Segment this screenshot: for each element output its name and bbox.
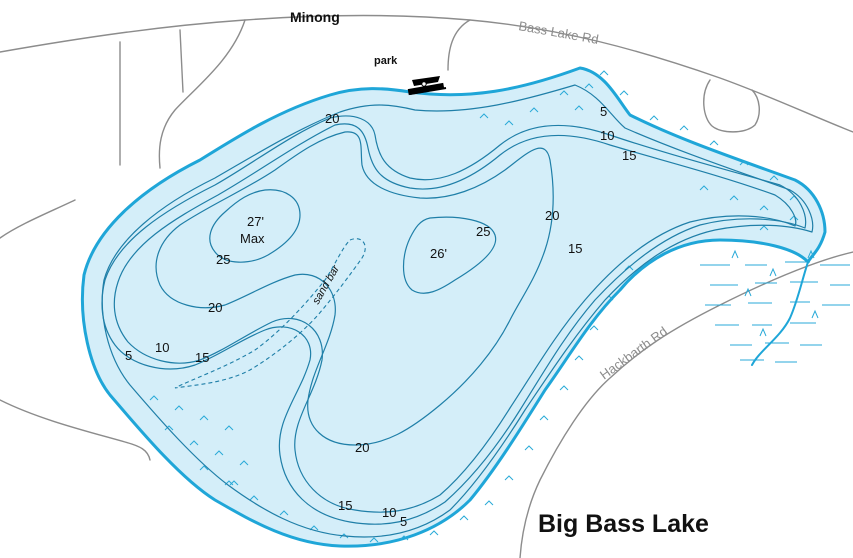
- minong-side-road-2: [179, 29, 184, 93]
- contour-label-10-west: 10: [155, 340, 169, 355]
- contour-25ft-max: [209, 189, 301, 263]
- hackbarth-road: [519, 251, 853, 558]
- lake-shoreline: [80, 66, 827, 548]
- contour-label-10-ne: 10: [600, 128, 614, 143]
- contour-label-10-south: 10: [382, 505, 396, 520]
- contour-label-15-east: 15: [568, 241, 582, 256]
- contour-label-5-west: 5: [125, 348, 132, 363]
- contour-label-25-center: 25: [476, 224, 490, 239]
- max-depth-word: Max: [240, 231, 265, 246]
- southwest-road: [0, 399, 151, 461]
- second-hole-depth: 26': [430, 246, 447, 261]
- bass-lake-road-label: Bass Lake Rd: [517, 18, 599, 47]
- park-access-road: [447, 19, 471, 71]
- minong-curve-road: [158, 19, 246, 169]
- lake-title: Big Bass Lake: [538, 510, 709, 538]
- contour-label-20-top: 20: [325, 111, 339, 126]
- weed-beds: [149, 70, 799, 543]
- contour-25ft-center: [402, 216, 497, 294]
- contour-label-15-south: 15: [338, 498, 352, 513]
- bass-lake-road: [0, 14, 853, 133]
- creek: [751, 261, 809, 366]
- contour-15ft: [113, 123, 797, 513]
- contour-label-25-max: 25: [216, 252, 230, 267]
- contour-10ft: [101, 115, 807, 525]
- town-label: Minong: [290, 9, 340, 25]
- contour-label-20-west: 20: [208, 300, 222, 315]
- contour-label-5-south: 5: [400, 514, 407, 529]
- max-depth-value: 27': [247, 214, 264, 229]
- contour-label-20-south: 20: [355, 440, 369, 455]
- road-network: [0, 14, 853, 558]
- contour-label-20-east: 20: [545, 208, 559, 223]
- contour-label-15-west: 15: [195, 350, 209, 365]
- marsh-area: [700, 249, 850, 363]
- boat-launch-icon: [407, 76, 447, 96]
- hackbarth-road-label: Hackbarth Rd: [597, 324, 670, 383]
- sand-bar-outline: [174, 238, 366, 389]
- depth-contours: [101, 84, 814, 538]
- west-road: [0, 199, 76, 239]
- contour-5ft: [101, 84, 814, 538]
- contour-20ft: [155, 131, 554, 446]
- park-label: park: [374, 55, 398, 67]
- contour-label-15-ne: 15: [622, 148, 636, 163]
- contour-label-5-ne: 5: [600, 104, 607, 119]
- east-loop-road: [703, 79, 760, 133]
